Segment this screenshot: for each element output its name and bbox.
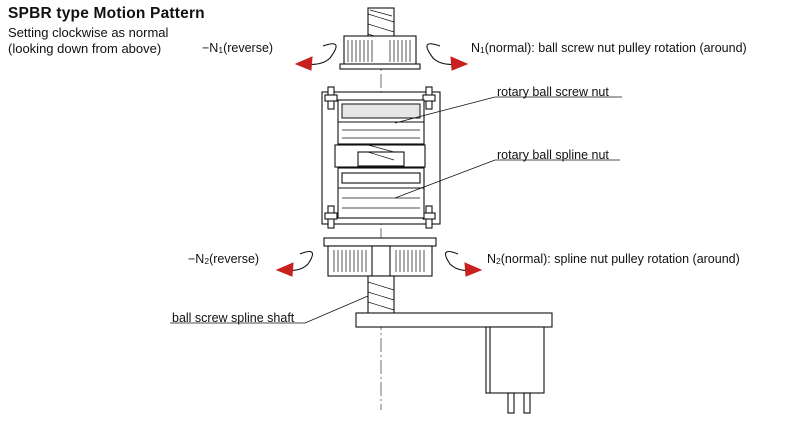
n1-normal-arrow (426, 43, 469, 71)
diagram-title: SPBR type Motion Pattern (8, 5, 205, 22)
rotary-ball-spline-nut-label: rotary ball spline nut (497, 148, 609, 162)
n2-reverse-label: −N2(reverse) (188, 252, 260, 266)
n1-reverse-arrow (294, 43, 337, 71)
shaft-bottom (367, 275, 395, 315)
n1-normal-label: N1(normal): ball screw nut pulley rotati… (471, 41, 747, 55)
motor-bracket (355, 312, 553, 414)
leader-shaft (304, 295, 369, 324)
n1-reverse-label: −N1(reverse) (202, 41, 274, 55)
subtitle-line-1: Setting clockwise as normal (8, 25, 169, 40)
ball-screw-spline-shaft-label: ball screw spline shaft (172, 311, 295, 325)
rotary-ball-spline-nut (337, 167, 425, 219)
n2-normal-arrow (444, 251, 483, 277)
rotary-ball-screw-nut (337, 99, 425, 145)
rotary-ball-screw-nut-label: rotary ball screw nut (497, 85, 609, 99)
spline-nut-pulley (323, 237, 437, 277)
n2-normal-label: N2(normal): spline nut pulley rotation (… (487, 252, 740, 266)
leader-spline-nut (394, 159, 496, 199)
ball-screw-nut-pulley (339, 35, 421, 70)
subtitle-line-2: (looking down from above) (8, 41, 162, 56)
leader-screw-nut (394, 96, 496, 124)
middle-collar (334, 144, 426, 168)
n2-reverse-arrow (275, 251, 314, 277)
